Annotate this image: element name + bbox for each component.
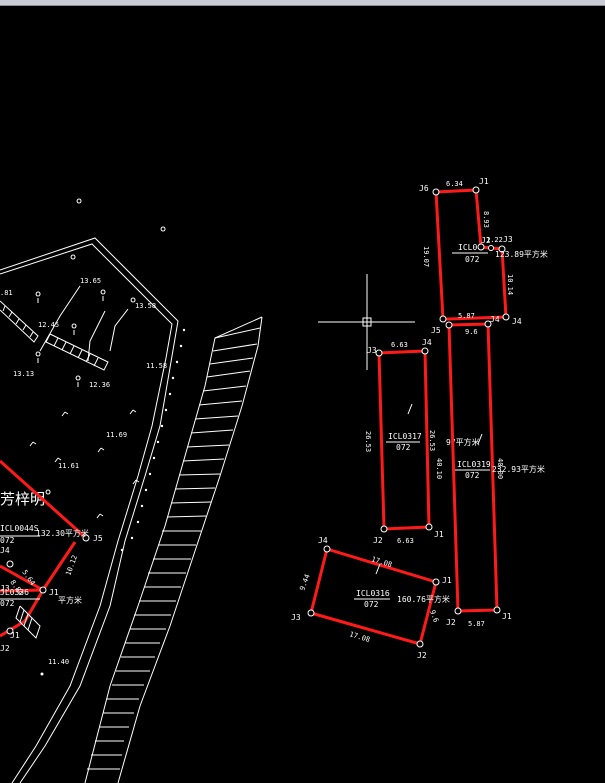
vertex-label: J2 <box>417 651 427 660</box>
vertex-label: J2 <box>446 618 456 627</box>
parcel-icl0316[interactable]: J4 J1 J2 J3 17.08 17.08 9.44 9.6 ICL0316… <box>291 536 452 660</box>
vertex-label: J1 <box>479 177 489 186</box>
dotted-boundary <box>120 328 186 552</box>
dimension-label: 9.44 <box>298 573 311 592</box>
dimension-label: 19.07 <box>422 246 430 267</box>
parcel-icl0319[interactable]: J1 J2 9.6 5.87 40.10 40.00 ICL0319 072 2… <box>435 320 545 628</box>
dimension-label: 26.53 <box>428 430 436 451</box>
vertex-label: J2 <box>373 536 383 545</box>
drawing-canvas[interactable]: 13.65 13.58 12.45 12.36 13.13 11.58 11.6… <box>0 6 605 783</box>
vertex-label: J1 <box>434 530 444 539</box>
dimension-label: 9.6 <box>465 328 478 336</box>
parcel-code-label: 072 <box>396 443 411 452</box>
vertex-label: J3 <box>291 613 301 622</box>
parcel-id-label: JL0336 <box>0 588 29 597</box>
elevation-label: 13.13 <box>13 370 34 378</box>
dimension-label: 1.22 <box>486 236 503 244</box>
topographic-area: 13.65 13.58 12.45 12.36 13.13 11.58 11.6… <box>0 198 186 783</box>
vertex-label: J4 <box>318 536 328 545</box>
dimension-label: 9.6 <box>428 609 440 624</box>
vertex-label: J2 <box>0 644 10 653</box>
dimension-label: 40.00 <box>496 458 504 479</box>
dimension-label: 6.34 <box>446 180 463 188</box>
vertex-label: J4 <box>422 338 432 347</box>
parcel-area-label: 160.76平方米 <box>397 594 450 604</box>
vertex-label: J3 <box>503 235 513 244</box>
vertex-label: J6 <box>419 184 429 193</box>
elevation-label: 11.69 <box>106 431 127 439</box>
elevation-label: 11.58 <box>146 362 167 370</box>
vertex-label: J4 <box>0 546 10 555</box>
place-name: 芳梓明 <box>0 490 45 508</box>
parcel-id-label: ICL0316 <box>356 589 390 598</box>
vertex-label: J5 <box>431 326 441 335</box>
vertex-label: J1 <box>442 576 452 585</box>
elevation-label: 13.65 <box>80 277 101 285</box>
parcel-area-label: 132.30平方米 <box>36 528 89 538</box>
parcel-id-label: ICL0 <box>458 243 477 252</box>
vertex-label: J3 <box>367 346 377 355</box>
parcel-id-label: ICL0044S <box>0 524 39 533</box>
elevation-label: 11.40 <box>48 658 69 666</box>
elevation-label: .81 <box>0 289 13 297</box>
vertex-label: J5 <box>93 534 103 543</box>
crosshair-cursor-icon <box>318 274 415 370</box>
elevation-label: 12.45 <box>38 321 59 329</box>
dimension-label: 5.87 <box>458 312 475 320</box>
dimension-label: 17.08 <box>348 630 370 644</box>
dimension-label: 10.14 <box>506 274 514 295</box>
dimension-label: 10.12 <box>64 554 79 577</box>
slope-hatch <box>84 316 263 783</box>
vertex-label: J1 <box>502 612 512 621</box>
parcel-area-label: 232.93平方米 <box>492 464 545 474</box>
vertex-label: J4 <box>512 317 522 326</box>
dimension-label: 26.53 <box>364 431 372 452</box>
vertex-label: J4 <box>490 315 500 324</box>
parcel-icl0317[interactable]: J3 J4 J1 J2 6.63 6.63 26.53 26.53 ICL031… <box>364 338 480 545</box>
vertex-label: J2 <box>481 236 491 245</box>
parcel-area-label: 97平方米 <box>446 437 480 447</box>
dimension-label: 6.63 <box>391 341 408 349</box>
parcel-code-label: 072 <box>465 255 480 264</box>
vertex-label: J1 <box>10 631 20 640</box>
elevation-label: 12.36 <box>89 381 110 389</box>
dimension-label: 6.63 <box>397 537 414 545</box>
parcel-top[interactable]: J6 J1 J3 J4 J4 J5 J2 6.34 8.93 10.14 19.… <box>419 177 548 335</box>
left-parcels[interactable]: ICL0044S 072 132.30平方米 JL0336 072 平方米 J5… <box>0 459 103 653</box>
parcel-code-label: 072 <box>0 599 15 608</box>
dimension-label: 5.87 <box>468 620 485 628</box>
vertex-label: J1 <box>49 588 59 597</box>
dimension-label: 8.93 <box>482 211 490 228</box>
parcel-code-label: 072 <box>364 600 379 609</box>
title-bar <box>0 0 605 6</box>
parcel-area-label: 平方米 <box>58 595 82 605</box>
parcel-code-label: 072 <box>465 471 480 480</box>
dimension-label: 40.10 <box>435 458 443 479</box>
parcel-area-label: 123.89平方米 <box>495 249 548 259</box>
vertex-label: J3 <box>0 584 10 593</box>
elevation-label: 13.58 <box>135 302 156 310</box>
parcel-code-label: 072 <box>0 536 15 545</box>
parcel-id-label: ICL0319 <box>457 460 491 469</box>
parcel-id-label: ICL0317 <box>388 432 422 441</box>
elevation-label: 11.61 <box>58 462 79 470</box>
